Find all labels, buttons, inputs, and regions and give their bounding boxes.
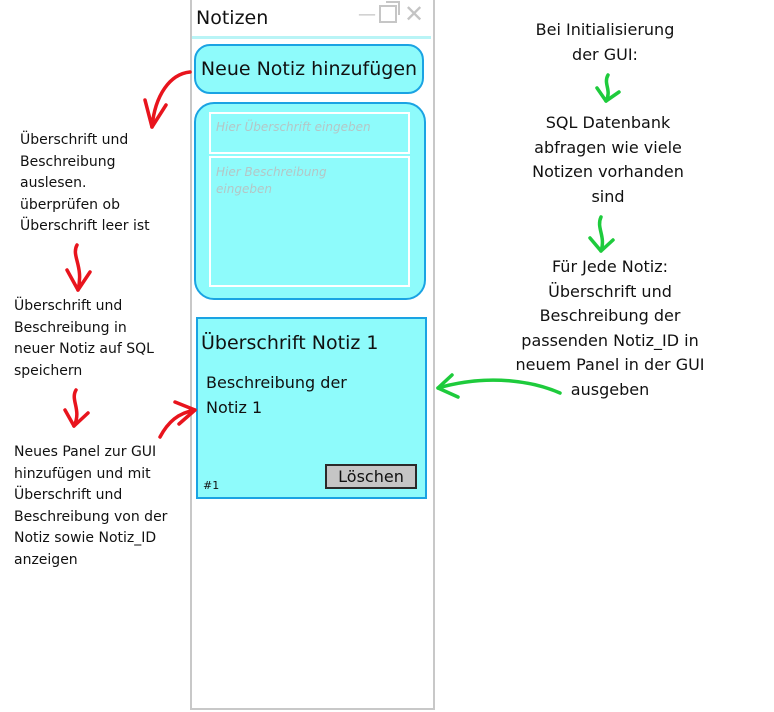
note-input-form [194, 102, 426, 300]
note-line: Beschreibung von der [14, 508, 168, 525]
note-line: SQL Datenbank [545, 113, 671, 132]
right-note-query-sql: SQL Datenbank abfragen wie viele Notizen… [505, 111, 711, 209]
red-arrow-to-note-panel [158, 408, 197, 439]
description-input[interactable]: Hier Beschreibung eingeben [209, 156, 410, 287]
note-description: Beschreibung der Notiz 1 [206, 370, 376, 420]
green-arrowhead [436, 373, 460, 399]
note-line: der GUI: [572, 44, 638, 64]
red-arrowhead [173, 400, 197, 426]
note-line: anzeigen [14, 551, 78, 568]
note-line: Überschrift und [548, 281, 672, 301]
note-line: Bei Initialisierung [535, 20, 675, 39]
red-arrowhead [143, 98, 168, 129]
red-arrowhead [65, 268, 92, 292]
note-line: Überschrift und [20, 132, 129, 148]
note-line: sind [591, 186, 625, 206]
note-line: Überschrift leer ist [20, 218, 150, 234]
minimize-icon[interactable]: — [358, 4, 376, 25]
note-line: passenden Notiz_ID in [521, 330, 699, 350]
note-description-line: Beschreibung der [206, 373, 347, 392]
description-placeholder-line: Hier Beschreibung [216, 165, 327, 179]
delete-button[interactable]: Löschen [325, 464, 417, 489]
red-arrow-read-to-save [73, 243, 82, 292]
note-line: Überschrift und [14, 298, 123, 314]
green-arrowhead [588, 236, 615, 253]
note-line: Neues Panel zur GUI [14, 444, 157, 460]
note-line: Notiz sowie Notiz_ID [14, 530, 157, 546]
note-line: ausgeben [570, 379, 650, 399]
right-note-init: Bei Initialisierung der GUI: [505, 18, 705, 67]
left-note-read-input: Überschrift und Beschreibung auslesen. ü… [20, 130, 150, 238]
note-description-line: Notiz 1 [206, 398, 263, 417]
right-note-each-note: Für Jede Notiz: Überschrift und Beschrei… [505, 255, 715, 402]
green-arrow-query-to-each [597, 215, 605, 253]
note-line: Für Jede Notiz: [551, 257, 669, 276]
red-arrowhead [63, 408, 90, 428]
note-line: neuem Panel in der GUI [515, 355, 705, 374]
window-title: Notizen [196, 7, 269, 29]
restore-icon[interactable] [379, 5, 397, 23]
note-title: Überschrift Notiz 1 [201, 332, 379, 354]
note-line: Beschreibung [20, 153, 116, 170]
note-line: Notizen vorhanden [532, 162, 684, 181]
note-line: abfragen wie viele [534, 137, 682, 157]
note-id-label: #1 [203, 479, 220, 492]
title-bar [192, 0, 431, 39]
note-line: Beschreibung in [14, 319, 127, 336]
note-line: hinzufügen und mit [14, 465, 151, 482]
red-arrow-save-to-panel [72, 388, 79, 428]
note-line: Überschrift und [14, 487, 123, 503]
close-icon[interactable]: ✕ [404, 0, 425, 28]
note-line: überprüfen ob [20, 196, 120, 213]
note-line: speichern [14, 362, 83, 379]
add-note-button[interactable]: Neue Notiz hinzufügen [194, 44, 424, 94]
left-note-add-panel: Neues Panel zur GUI hinzufügen und mit Ü… [14, 442, 167, 571]
note-line: auslesen. [20, 175, 87, 191]
green-arrow-to-note-panel [436, 378, 562, 395]
note-line: Beschreibung der [539, 306, 681, 325]
title-input[interactable]: Hier Überschrift eingeben [209, 112, 410, 154]
description-placeholder-line: eingeben [216, 182, 272, 196]
red-arrow-from-add-button [150, 70, 192, 129]
left-note-save-sql: Überschrift und Beschreibung in neuer No… [14, 296, 154, 382]
restore-icon-back [386, 1, 400, 15]
note-line: neuer Notiz auf SQL [14, 341, 154, 357]
green-arrow-init-to-query [604, 73, 610, 103]
green-arrowhead [595, 86, 621, 103]
title-placeholder: Hier Überschrift eingeben [216, 120, 371, 134]
